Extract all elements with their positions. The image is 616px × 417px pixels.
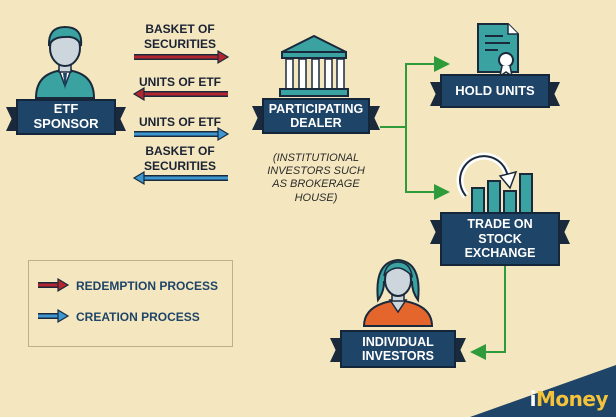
brand-logo: iMoney [529,387,609,411]
legend-label-redemption: REDEMPTION PROCESS [76,279,219,293]
flow-arrow-1 [134,49,230,65]
etf-sponsor-label: ETF SPONSOR [16,99,116,135]
bank-building-icon [279,34,349,97]
participating-dealer-note: (INSTITUTIONAL INVESTORS SUCH AS BROKERA… [267,152,365,204]
connector-to-stock-exchange [405,127,450,200]
legend-arrows [38,277,70,324]
legend-arrow-1 [38,277,70,293]
hold-units-label: HOLD UNITS [440,74,550,108]
flow-label-2: UNITS OF ETF [139,75,221,89]
stock-exchange-label: TRADE ON STOCK EXCHANGE [440,212,560,266]
stock-chart-icon [456,152,533,215]
legend-arrow-2 [38,308,70,324]
flow-arrow-3 [134,126,230,142]
flow-label-4: BASKET OF SECURITIES [143,144,216,173]
sponsor-person-icon [34,25,96,99]
flow-arrow-2 [132,86,228,102]
etf-sponsor-node: ETF SPONSOR [6,99,126,135]
flow-arrows [132,49,230,186]
flow-label-1: BASKET OF SECURITIES [143,22,216,51]
participating-dealer-node: PARTICIPATING DEALER [252,98,380,134]
certificate-icon [477,23,519,78]
investor-person-icon [362,258,434,327]
flow-label-3: UNITS OF ETF [139,115,221,129]
corner-decoration [470,365,616,417]
individual-investors-node: INDIVIDUAL INVESTORS [330,330,466,368]
hold-units-node: HOLD UNITS [430,74,560,108]
legend [28,260,233,347]
stock-exchange-node: TRADE ON STOCK EXCHANGE [430,212,570,266]
connector-to-hold-units [380,56,450,128]
individual-investors-label: INDIVIDUAL INVESTORS [340,330,456,368]
legend-label-creation: CREATION PROCESS [76,310,200,324]
flow-arrow-4 [132,170,228,186]
connector-to-individual-investors [470,266,506,360]
participating-dealer-label: PARTICIPATING DEALER [262,98,370,134]
